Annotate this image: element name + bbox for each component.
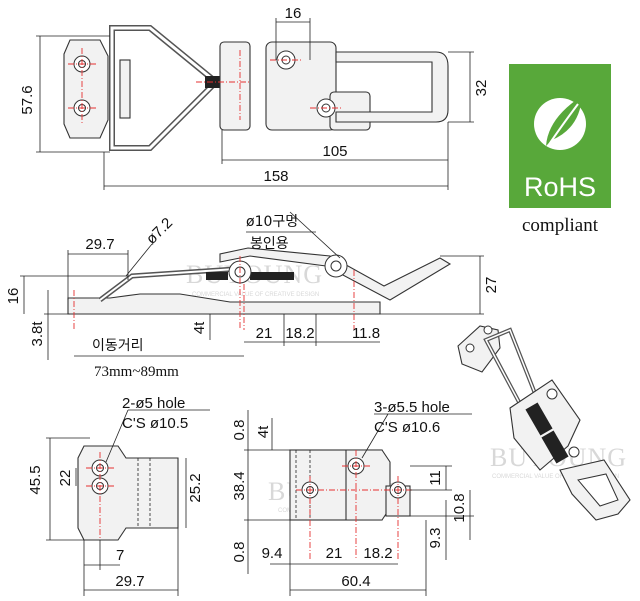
bracket-plate [77,445,179,541]
side-lever [219,247,452,301]
bracket-cs: C'S ø10.5 [122,415,188,432]
top-hook [335,51,449,123]
rohs-badge: RoHS compliant [509,64,611,236]
top-view: 57.6 16 32 105 158 [19,5,490,190]
iso-mount-plate [457,325,501,373]
top-loop-pad [119,59,131,119]
dim-base-a: 9.4 [262,545,283,562]
rohs-subtitle: compliant [522,215,599,236]
dim-top-pitch: 16 [285,5,302,22]
iso-hole [568,446,580,458]
iso-hole [465,343,475,353]
dim-top-span: 105 [322,143,347,160]
dim-top-height: 57.6 [19,85,36,114]
base-holes: 3-ø5.5 hole [374,399,450,416]
dim-side-width: 29.7 [85,236,114,253]
travel-range: 73mm~89mm [94,364,179,380]
dim-base-r1: 11 [427,470,444,486]
side-note-hole: ø10구멍 [246,214,298,230]
dim-side-a: 21 [256,325,273,342]
dim-base-top-gap: 0.8 [231,420,248,441]
isometric-view [457,325,631,521]
base-cs: C'S ø10.6 [374,419,440,436]
dim-bracket-width: 29.7 [115,573,144,590]
iso-spring [525,402,553,436]
travel-label: 이동거리 [92,338,144,354]
bracket-view: 2-ø5 hole C'S ø10.5 45.5 22 25.2 7 29.7 [27,395,210,596]
top-left-plate [63,39,109,139]
side-note-seal: 봉인용 [250,236,289,252]
dim-base-height: 38.4 [231,471,248,500]
side-base [67,293,381,315]
dim-side-c: 11.8 [352,325,380,342]
dim-base-r3: 10.8 [451,493,468,522]
dim-base-plate: 4t [255,425,272,438]
watermark-tagline: COMMERCIAL VALUE OF CREATIVE DESIGN [492,474,619,480]
watermark-group: BUYOUNG COMMERCIAL VALUE OF CREATIVE DES… [186,260,626,514]
dim-bracket-right: 25.2 [187,473,204,502]
side-spring [206,272,228,280]
dim-side-height-right: 27 [483,277,500,294]
iso-spring [541,430,569,464]
dim-bracket-pitch: 22 [57,470,74,487]
leaf-icon [546,96,582,146]
side-view: 29.7 ø7.2 16 3.8t 27 4t 21 18.2 11.8 ø10… [5,211,500,380]
dim-side-plate: 4t [191,321,208,334]
side-seal-hole-inner [330,260,342,272]
dim-base-width: 60.4 [341,573,370,590]
dim-bracket-height: 45.5 [27,465,44,494]
dim-base-bottom-gap: 0.8 [231,542,248,563]
dim-side-pin: ø7.2 [143,215,176,248]
dim-base-c: 18.2 [363,545,392,562]
dim-side-height-left: 16 [5,288,22,305]
top-base-tab [329,91,371,131]
dim-bracket-offset: 7 [116,547,124,564]
iso-hole [546,388,558,400]
dim-top-right-height: 32 [473,80,490,97]
bracket-holes: 2-ø5 hole [122,395,185,412]
dim-base-b: 21 [326,545,343,562]
iso-hole [483,325,493,335]
top-lever-body [219,41,251,131]
watermark-tagline: COMMERCIAL VALUE OF CREATIVE DESIGN [192,292,319,298]
dim-side-b: 18.2 [285,325,314,342]
dim-base-r2: 9.3 [427,528,444,549]
rohs-title: RoHS [524,172,596,202]
base-plate-view: 3-ø5.5 hole C'S ø10.6 0.8 4t 38.4 0.8 9.… [231,399,474,596]
dim-side-thickness: 3.8t [29,321,46,347]
dim-top-total: 158 [263,168,288,185]
side-spring [250,272,294,280]
